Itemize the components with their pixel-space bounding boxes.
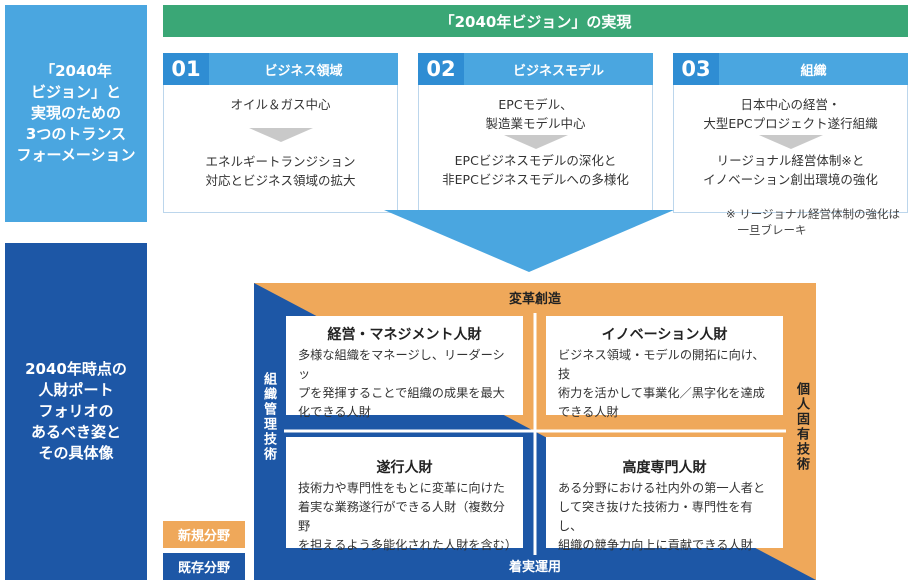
to-state: リージョナル経営体制※と イノベーション創出環境の強化 (703, 153, 878, 187)
quadrant-body: 多様な組織をマネージし、リーダーシッ プを発揮することで組織の成果を最大 化でき… (298, 348, 505, 419)
quadrant-management: 経営・マネジメント人財 多様な組織をマネージし、リーダーシッ プを発揮することで… (286, 316, 523, 419)
column-business-model: 02 ビジネスモデル EPCモデル、 製造業モデル中心 EPCビジネスモデルの深… (418, 53, 653, 213)
from-state: 日本中心の経営・ 大型EPCプロジェクト遂行組織 (703, 97, 878, 131)
left-header-transformation: 「2040年 ビジョン」と 実現のための 3つのトランス フォーメーション (5, 5, 147, 222)
quadrant-body: ビジネス領域・モデルの開拓に向け、技 術力を活かして事業化／黒字化を達成 できる… (558, 348, 765, 419)
quadrant-body: 技術力や専門性をもとに変革に向けた 着実な業務遂行ができる人財（複数分野 を担え… (298, 481, 518, 552)
to-state: エネルギートランジション 対応とビジネス領域の拡大 (205, 154, 356, 188)
to-state: EPCビジネスモデルの深化と 非EPCビジネスモデルへの多様化 (442, 153, 629, 187)
column-number: 01 (163, 53, 209, 85)
vision-banner: 「2040年ビジョン」の実現 (163, 5, 908, 37)
column-title: ビジネス領域 (264, 63, 343, 79)
quadrant-title: イノベーション人財 (601, 327, 728, 343)
axis-right-label: 個人固有技術 (794, 382, 809, 472)
arrow-down-icon (503, 135, 568, 149)
arrow-down-icon (248, 128, 313, 142)
column-number: 02 (418, 53, 464, 85)
axis-bottom-label: 着実運用 (508, 560, 561, 575)
quadrant-execution: 遂行人財 技術力や専門性をもとに変革に向けた 着実な業務遂行ができる人財（複数分… (286, 437, 523, 552)
quadrant-title: 経営・マネジメント人財 (327, 327, 482, 343)
from-state: EPCモデル、 製造業モデル中心 (485, 97, 586, 131)
big-down-arrow-icon (384, 210, 674, 272)
column-title: ビジネスモデル (512, 63, 604, 79)
column-header: 03 組織 (673, 53, 908, 85)
axis-top-label: 変革創造 (508, 292, 561, 307)
legend-existing-field: 既存分野 (163, 553, 245, 580)
footnote: ※ リージョナル経営体制の強化は 一旦ブレーキ (726, 207, 901, 237)
column-body: オイル＆ガス中心 エネルギートランジション 対応とビジネス領域の拡大 (163, 85, 398, 213)
column-title: 組織 (800, 63, 827, 79)
quadrant-innovation: イノベーション人財 ビジネス領域・モデルの開拓に向け、技 術力を活かして事業化／… (546, 316, 783, 419)
from-state: オイル＆ガス中心 (230, 97, 331, 112)
quadrant-title: 遂行人財 (376, 460, 433, 476)
column-business-area: 01 ビジネス領域 オイル＆ガス中心 エネルギートランジション 対応とビジネス領… (163, 53, 398, 213)
arrow-down-icon (758, 135, 823, 149)
column-organization: 03 組織 日本中心の経営・ 大型EPCプロジェクト遂行組織 リージョナル経営体… (673, 53, 908, 213)
column-header: 02 ビジネスモデル (418, 53, 653, 85)
quadrant-title: 高度専門人財 (622, 460, 707, 476)
legend-new-field: 新規分野 (163, 521, 245, 548)
quadrant-expert: 高度専門人財 ある分野における社内外の第一人者と して突き抜けた技術力・専門性を… (546, 437, 783, 552)
column-number: 03 (673, 53, 719, 85)
left-header-portfolio: 2040年時点の 人財ポート フォリオの あるべき姿と その具体像 (5, 243, 147, 580)
column-body: EPCモデル、 製造業モデル中心 EPCビジネスモデルの深化と 非EPCビジネス… (418, 85, 653, 213)
column-body: 日本中心の経営・ 大型EPCプロジェクト遂行組織 リージョナル経営体制※と イノ… (673, 85, 908, 213)
quadrant-body: ある分野における社内外の第一人者と して突き抜けた技術力・専門性を有し、 組織の… (558, 481, 766, 552)
axis-left-label: 組織管理技術 (261, 372, 276, 462)
column-header: 01 ビジネス領域 (163, 53, 398, 85)
